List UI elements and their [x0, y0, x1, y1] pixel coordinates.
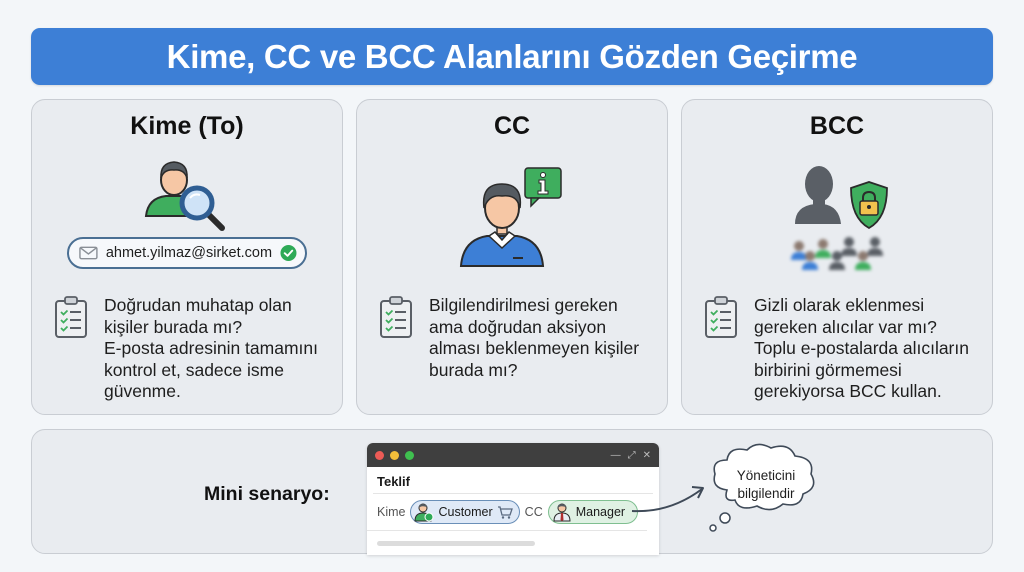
card-title: CC [493, 112, 531, 140]
email-body-placeholder [377, 541, 535, 546]
envelope-icon [79, 246, 98, 260]
page-title: Kime, CC ve BCC Alanlarını Gözden Geçirm… [166, 37, 858, 75]
card-question: Gizli olarak eklenmesi gereken alıcılar … [754, 295, 937, 337]
expand-icon[interactable]: ⤢ [627, 449, 636, 461]
to-recipient-name: Customer [438, 505, 493, 519]
thought-bubble-icon [709, 443, 815, 532]
checklist-clipboard-icon [705, 296, 737, 338]
card-body: Doğrudan muhatap olan kişiler burada mı?… [54, 295, 328, 403]
shopping-cart-icon [497, 506, 513, 519]
scenario-label: Mini senaryo: [204, 483, 330, 505]
cc-label: CC [524, 505, 543, 519]
check-circle-icon [280, 244, 297, 262]
recipients-row: Kime Customer CC [367, 494, 647, 531]
to-recipient-chip[interactable]: Customer [410, 500, 520, 524]
minimize-icon[interactable]: — [610, 449, 621, 461]
thought-bubble-text: Yöneticini bilgilendir [716, 467, 816, 503]
minimize-dot-button[interactable] [390, 450, 399, 460]
card-title: BCC [809, 112, 865, 140]
checklist-clipboard-icon [380, 296, 412, 338]
email-field[interactable]: ahmet.yilmaz@sirket.com [67, 237, 307, 269]
thought-line-1: Yöneticini [736, 468, 796, 483]
person-magnifier-icon [32, 154, 342, 234]
checklist-clipboard-icon [55, 296, 87, 338]
cc-recipient-chip[interactable]: Manager [547, 500, 639, 524]
curved-arrow-icon [631, 486, 704, 513]
card-question: Doğrudan muhatap olan kişiler burada mı? [104, 295, 292, 337]
window-titlebar: — ⤢ ✕ [367, 443, 659, 467]
card-detail: Toplu e-postalarda alıcıların birbirini … [754, 338, 969, 401]
maximize-dot-button[interactable] [405, 450, 414, 460]
card-bcc: BCC [681, 99, 993, 415]
card-body: Gizli olarak eklenmesi gereken alıcılar … [704, 295, 978, 403]
thought-line-2: bilgilendir [737, 486, 795, 501]
cc-recipient-name: Manager [575, 505, 626, 519]
email-compose-window: — ⤢ ✕ Teklif Kime Customer [367, 443, 659, 555]
close-icon[interactable]: ✕ [642, 449, 651, 461]
email-address: ahmet.yilmaz@sirket.com [105, 245, 273, 261]
hidden-person-shield-icon [682, 156, 992, 280]
card-detail: E-posta adresinin tamamını kontrol et, s… [104, 338, 318, 401]
close-dot-button[interactable] [375, 450, 384, 460]
title-banner: Kime, CC ve BCC Alanlarını Gözden Geçirm… [31, 28, 993, 85]
customer-avatar-icon [414, 503, 434, 522]
person-info-icon [357, 164, 667, 268]
manager-avatar-icon [553, 503, 571, 522]
card-question: Bilgilendirilmesi gereken ama doğrudan a… [429, 295, 640, 380]
email-subject[interactable]: Teklif [373, 467, 653, 494]
mini-scenario-panel: Mini senaryo: — ⤢ ✕ Teklif Kime Cus [31, 429, 993, 555]
card-to: Kime (To) ahmet.yilmaz@sirket.com [31, 99, 343, 415]
card-cc: CC Bilgilendirilmesi gereken ama d [356, 99, 668, 415]
card-title: Kime (To) [130, 112, 244, 140]
card-body: Bilgilendirilmesi gereken ama doğrudan a… [379, 295, 653, 381]
recipient-crowd-blurred [791, 237, 883, 270]
to-label: Kime [377, 505, 406, 519]
